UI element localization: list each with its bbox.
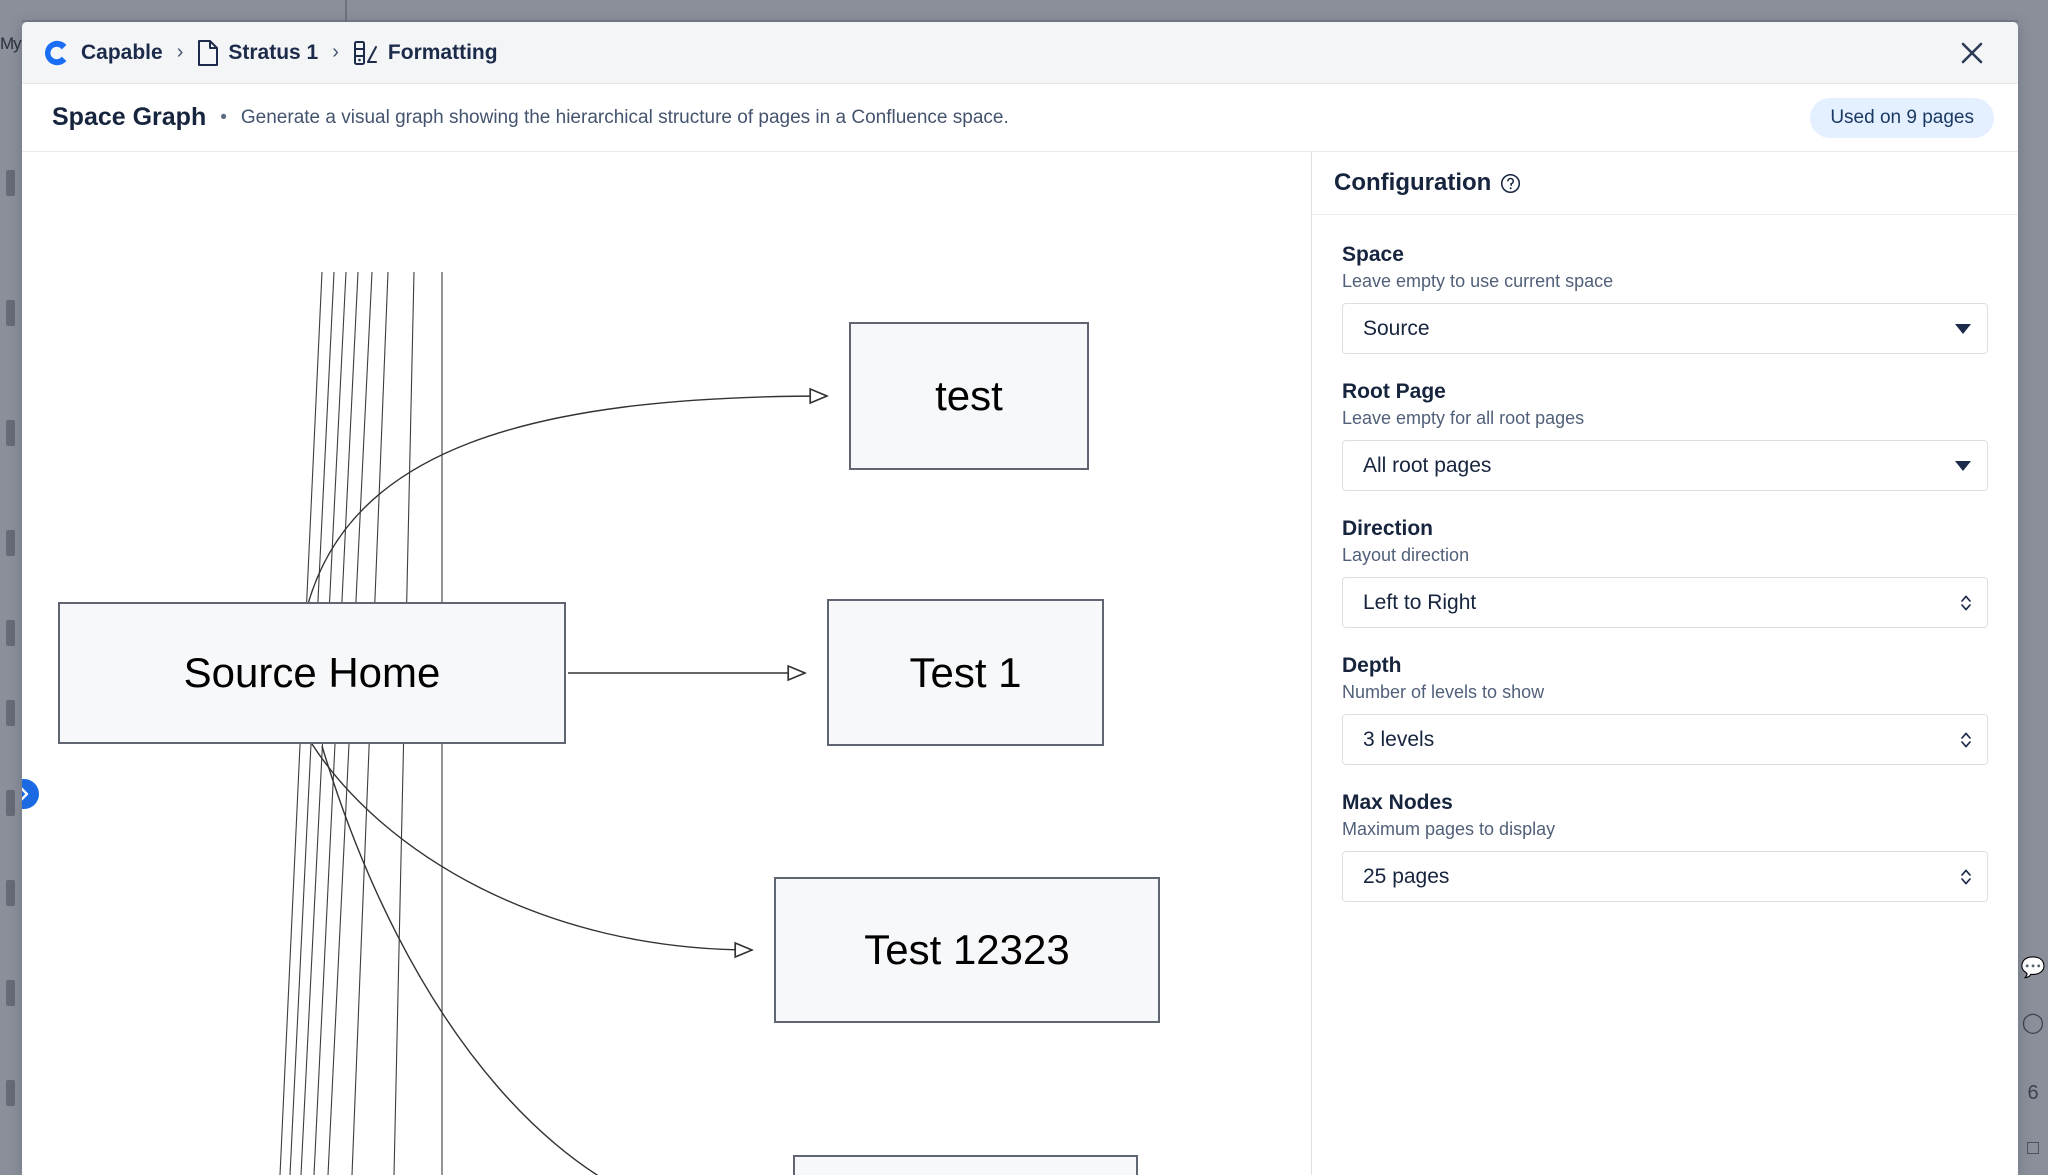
square-icon: □ (2026, 1137, 2040, 1159)
backdrop-left-tick (6, 170, 15, 196)
field-hint: Number of levels to show (1342, 682, 1545, 702)
graph-canvas[interactable]: Source Home test Test 1 Test 12323 test … (22, 152, 1312, 1175)
configuration-fields: Space Leave empty to use current space S… (1312, 215, 2018, 902)
title-separator-dot: • (220, 106, 227, 128)
backdrop-left-tick (6, 300, 15, 326)
page-title: Space Graph (52, 103, 207, 131)
breadcrumb-item-stratus-1[interactable]: Stratus 1 (197, 39, 319, 66)
graph-node-label: Test 12323 (864, 926, 1070, 973)
space-dropdown[interactable]: Source (1342, 303, 1988, 354)
backdrop-left-tick (6, 700, 15, 726)
graph-node-source-home[interactable]: Source Home (58, 602, 566, 744)
backdrop-left-tick (6, 880, 15, 906)
field-depth: Depth Number of levels to show 3 levels (1342, 654, 1988, 765)
field-hint: Leave empty for all root pages (1342, 408, 1585, 428)
help-circle-icon[interactable] (1500, 173, 1521, 194)
stepper-chevrons-icon (1959, 593, 1973, 613)
stepper-chevrons-icon (1959, 730, 1973, 750)
breadcrumb-item-formatting[interactable]: Formatting (353, 40, 498, 66)
field-hint: Layout direction (1342, 545, 1470, 565)
space-dropdown-value: Source (1363, 316, 1430, 340)
max-nodes-select-value: 25 pages (1363, 864, 1450, 888)
field-label: Space (1342, 243, 1404, 266)
breadcrumb-separator: › (176, 41, 184, 63)
root-page-dropdown[interactable]: All root pages (1342, 440, 1988, 491)
graph-node-test[interactable]: test (849, 322, 1089, 470)
depth-select-value: 3 levels (1363, 727, 1435, 751)
backdrop-right-rail: 💬 ◯ 6 □ (2018, 0, 2048, 1175)
breadcrumb-separator: › (332, 41, 339, 63)
field-hint: Leave empty to use current space (1342, 271, 1614, 291)
breadcrumb-item-label: Capable (81, 40, 163, 64)
graph-collapse-handle[interactable] (22, 779, 39, 809)
graph-node-label: Test 1 (909, 648, 1022, 696)
field-direction: Direction Layout direction Left to Right (1342, 517, 1988, 628)
comment-icon: 💬 (2020, 957, 2046, 979)
backdrop-left-tick (6, 620, 15, 646)
breadcrumb-item-capable[interactable]: Capable (42, 38, 163, 68)
breadcrumb: Capable › Stratus 1 › Forma (42, 38, 498, 68)
backdrop-top-line (0, 20, 2048, 22)
modal-body: Source Home test Test 1 Test 12323 test … (22, 152, 2018, 1175)
root-page-dropdown-value: All root pages (1363, 453, 1492, 477)
close-icon (1961, 42, 1983, 63)
title-bar: Space Graph • Generate a visual graph sh… (22, 84, 2018, 152)
graph-node-test-1[interactable]: Test 1 (827, 599, 1104, 746)
number-6-icon: 6 (2027, 1082, 2039, 1104)
max-nodes-select[interactable]: 25 pages (1342, 851, 1988, 902)
page-description: Generate a visual graph showing the hier… (240, 106, 1009, 128)
graph-node-test-latex[interactable]: test latex (793, 1155, 1138, 1175)
graph-node-label: test (935, 372, 1003, 419)
field-label: Depth (1342, 654, 1402, 677)
backdrop-left-tick (6, 530, 15, 556)
formatting-icon (353, 40, 377, 65)
backdrop-left-tick (6, 1080, 15, 1106)
direction-select-value: Left to Right (1363, 590, 1477, 614)
depth-select[interactable]: 3 levels (1342, 714, 1988, 765)
backdrop-left-tick (6, 980, 15, 1006)
configuration-header: Configuration (1312, 152, 2018, 215)
field-label: Max Nodes (1342, 791, 1453, 814)
stepper-chevrons-icon (1959, 867, 1973, 887)
field-label: Direction (1342, 517, 1434, 540)
clock-icon: ◯ (2021, 1012, 2045, 1034)
field-max-nodes: Max Nodes Maximum pages to display 25 pa… (1342, 791, 1988, 902)
configuration-panel: Configuration Space Leave empty to use c… (1312, 152, 2018, 1175)
backdrop-left-tick (6, 420, 15, 446)
backdrop-left-rail: My (0, 0, 22, 1175)
chevron-right-icon (22, 787, 29, 801)
backdrop-left-label: My (0, 34, 22, 53)
document-icon (198, 39, 219, 66)
chevron-down-icon (1955, 323, 1971, 334)
backdrop-top-divider (345, 0, 347, 22)
field-space: Space Leave empty to use current space S… (1342, 243, 1988, 354)
field-root-page: Root Page Leave empty for all root pages… (1342, 380, 1988, 491)
field-label: Root Page (1342, 380, 1446, 403)
close-button[interactable] (1950, 31, 1994, 75)
backdrop-left-tick (6, 790, 15, 816)
graph-node-label: Source Home (183, 649, 441, 696)
direction-select[interactable]: Left to Right (1342, 577, 1988, 628)
chevron-down-icon (1955, 460, 1971, 471)
breadcrumb-bar: Capable › Stratus 1 › Forma (22, 22, 2018, 84)
breadcrumb-item-label: Formatting (387, 40, 498, 64)
configuration-title: Configuration (1334, 169, 1492, 196)
breadcrumb-item-label: Stratus 1 (228, 40, 319, 64)
usage-badge: Used on 9 pages (1810, 97, 1994, 138)
graph-node-test-12323[interactable]: Test 12323 (774, 877, 1160, 1023)
capable-logo-icon (44, 40, 67, 65)
space-graph-modal: Capable › Stratus 1 › Forma (22, 22, 2018, 1175)
field-hint: Maximum pages to display (1342, 819, 1556, 839)
